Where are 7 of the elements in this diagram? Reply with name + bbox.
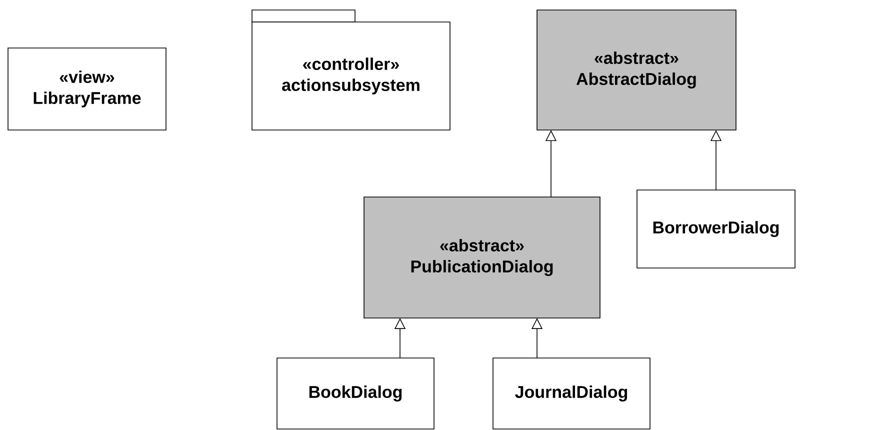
class-box: BookDialog	[276, 358, 434, 430]
class-box: JournalDialog	[492, 358, 650, 430]
class-box: «view» LibraryFrame	[8, 48, 166, 130]
class-box: «abstract» PublicationDialog	[364, 196, 600, 318]
class-box: BorrowerDialog	[636, 190, 796, 268]
class-box: «abstract» AbstractDialog	[536, 10, 736, 130]
package-box: «controller» actionsubsystem	[252, 10, 450, 130]
